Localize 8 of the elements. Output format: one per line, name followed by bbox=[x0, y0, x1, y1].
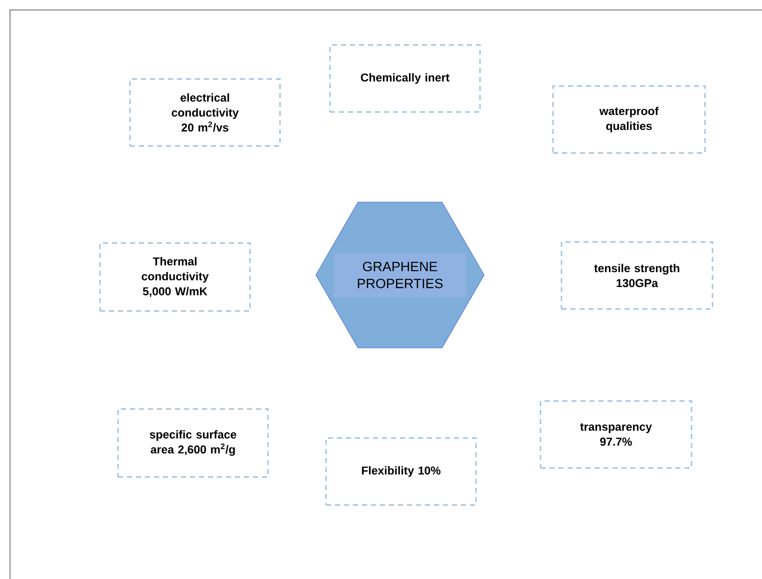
property-box: transparency 97.7% bbox=[540, 400, 692, 469]
property-box: waterproof qualities bbox=[552, 85, 706, 154]
property-box: Thermal conductivity 5,000 W/mK bbox=[99, 242, 251, 312]
property-box: specific surface area 2,600 m$^{2}$/g bbox=[117, 408, 269, 478]
property-box: tensile strength 130GPa bbox=[560, 241, 714, 310]
property-box: Flexibility 10% bbox=[325, 437, 477, 506]
property-box: electrical conductivity 20 m$^{2}$/vs bbox=[129, 78, 281, 147]
property-box: Chemically inert bbox=[329, 44, 481, 113]
